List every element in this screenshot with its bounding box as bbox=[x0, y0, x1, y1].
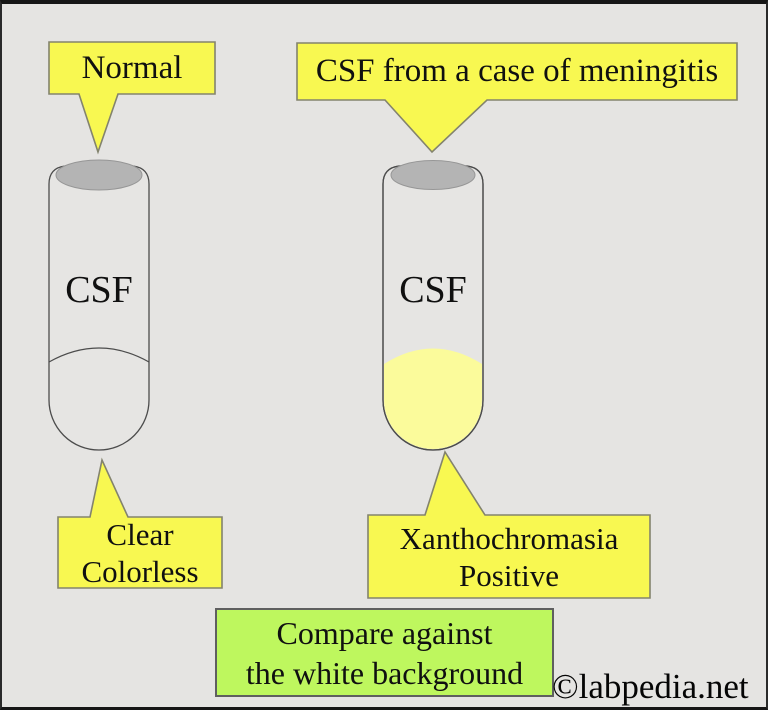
left-tube-content-label: CSF bbox=[65, 269, 133, 311]
normal-label: Normal bbox=[81, 49, 183, 86]
clear-colorless-line1: Clear bbox=[106, 516, 174, 552]
right-tube-content-label: CSF bbox=[399, 269, 467, 311]
compare-note-line1: Compare against bbox=[276, 614, 493, 651]
xanthochromasia-line1: Xanthochromasia bbox=[399, 520, 619, 556]
meningitis-label: CSF from a case of meningitis bbox=[315, 53, 719, 89]
left-tube-body bbox=[48, 165, 150, 451]
normal-callout-shape bbox=[48, 41, 216, 155]
meningitis-callout-shape bbox=[296, 42, 738, 154]
right-tube-outline-overlay bbox=[382, 165, 484, 451]
watermark-text: ©labpedia.net bbox=[552, 667, 749, 706]
clear-colorless-line2: Colorless bbox=[81, 553, 199, 589]
left-tube-meniscus-line bbox=[48, 347, 150, 363]
right-tube-fluid bbox=[384, 348, 482, 449]
xanthochromasia-callout-shape bbox=[367, 450, 651, 599]
right-tube-cap bbox=[390, 160, 476, 190]
clear-colorless-callout-shape bbox=[57, 457, 223, 589]
compare-note-line2: the white background bbox=[245, 654, 524, 691]
xanthochromasia-label: Xanthochromasia Positive bbox=[368, 515, 650, 598]
xanthochromasia-line2: Positive bbox=[459, 557, 559, 593]
compare-note-box: Compare against the white background bbox=[215, 608, 554, 697]
clear-colorless-label: Clear Colorless bbox=[58, 516, 222, 589]
left-tube-cap bbox=[55, 159, 143, 191]
